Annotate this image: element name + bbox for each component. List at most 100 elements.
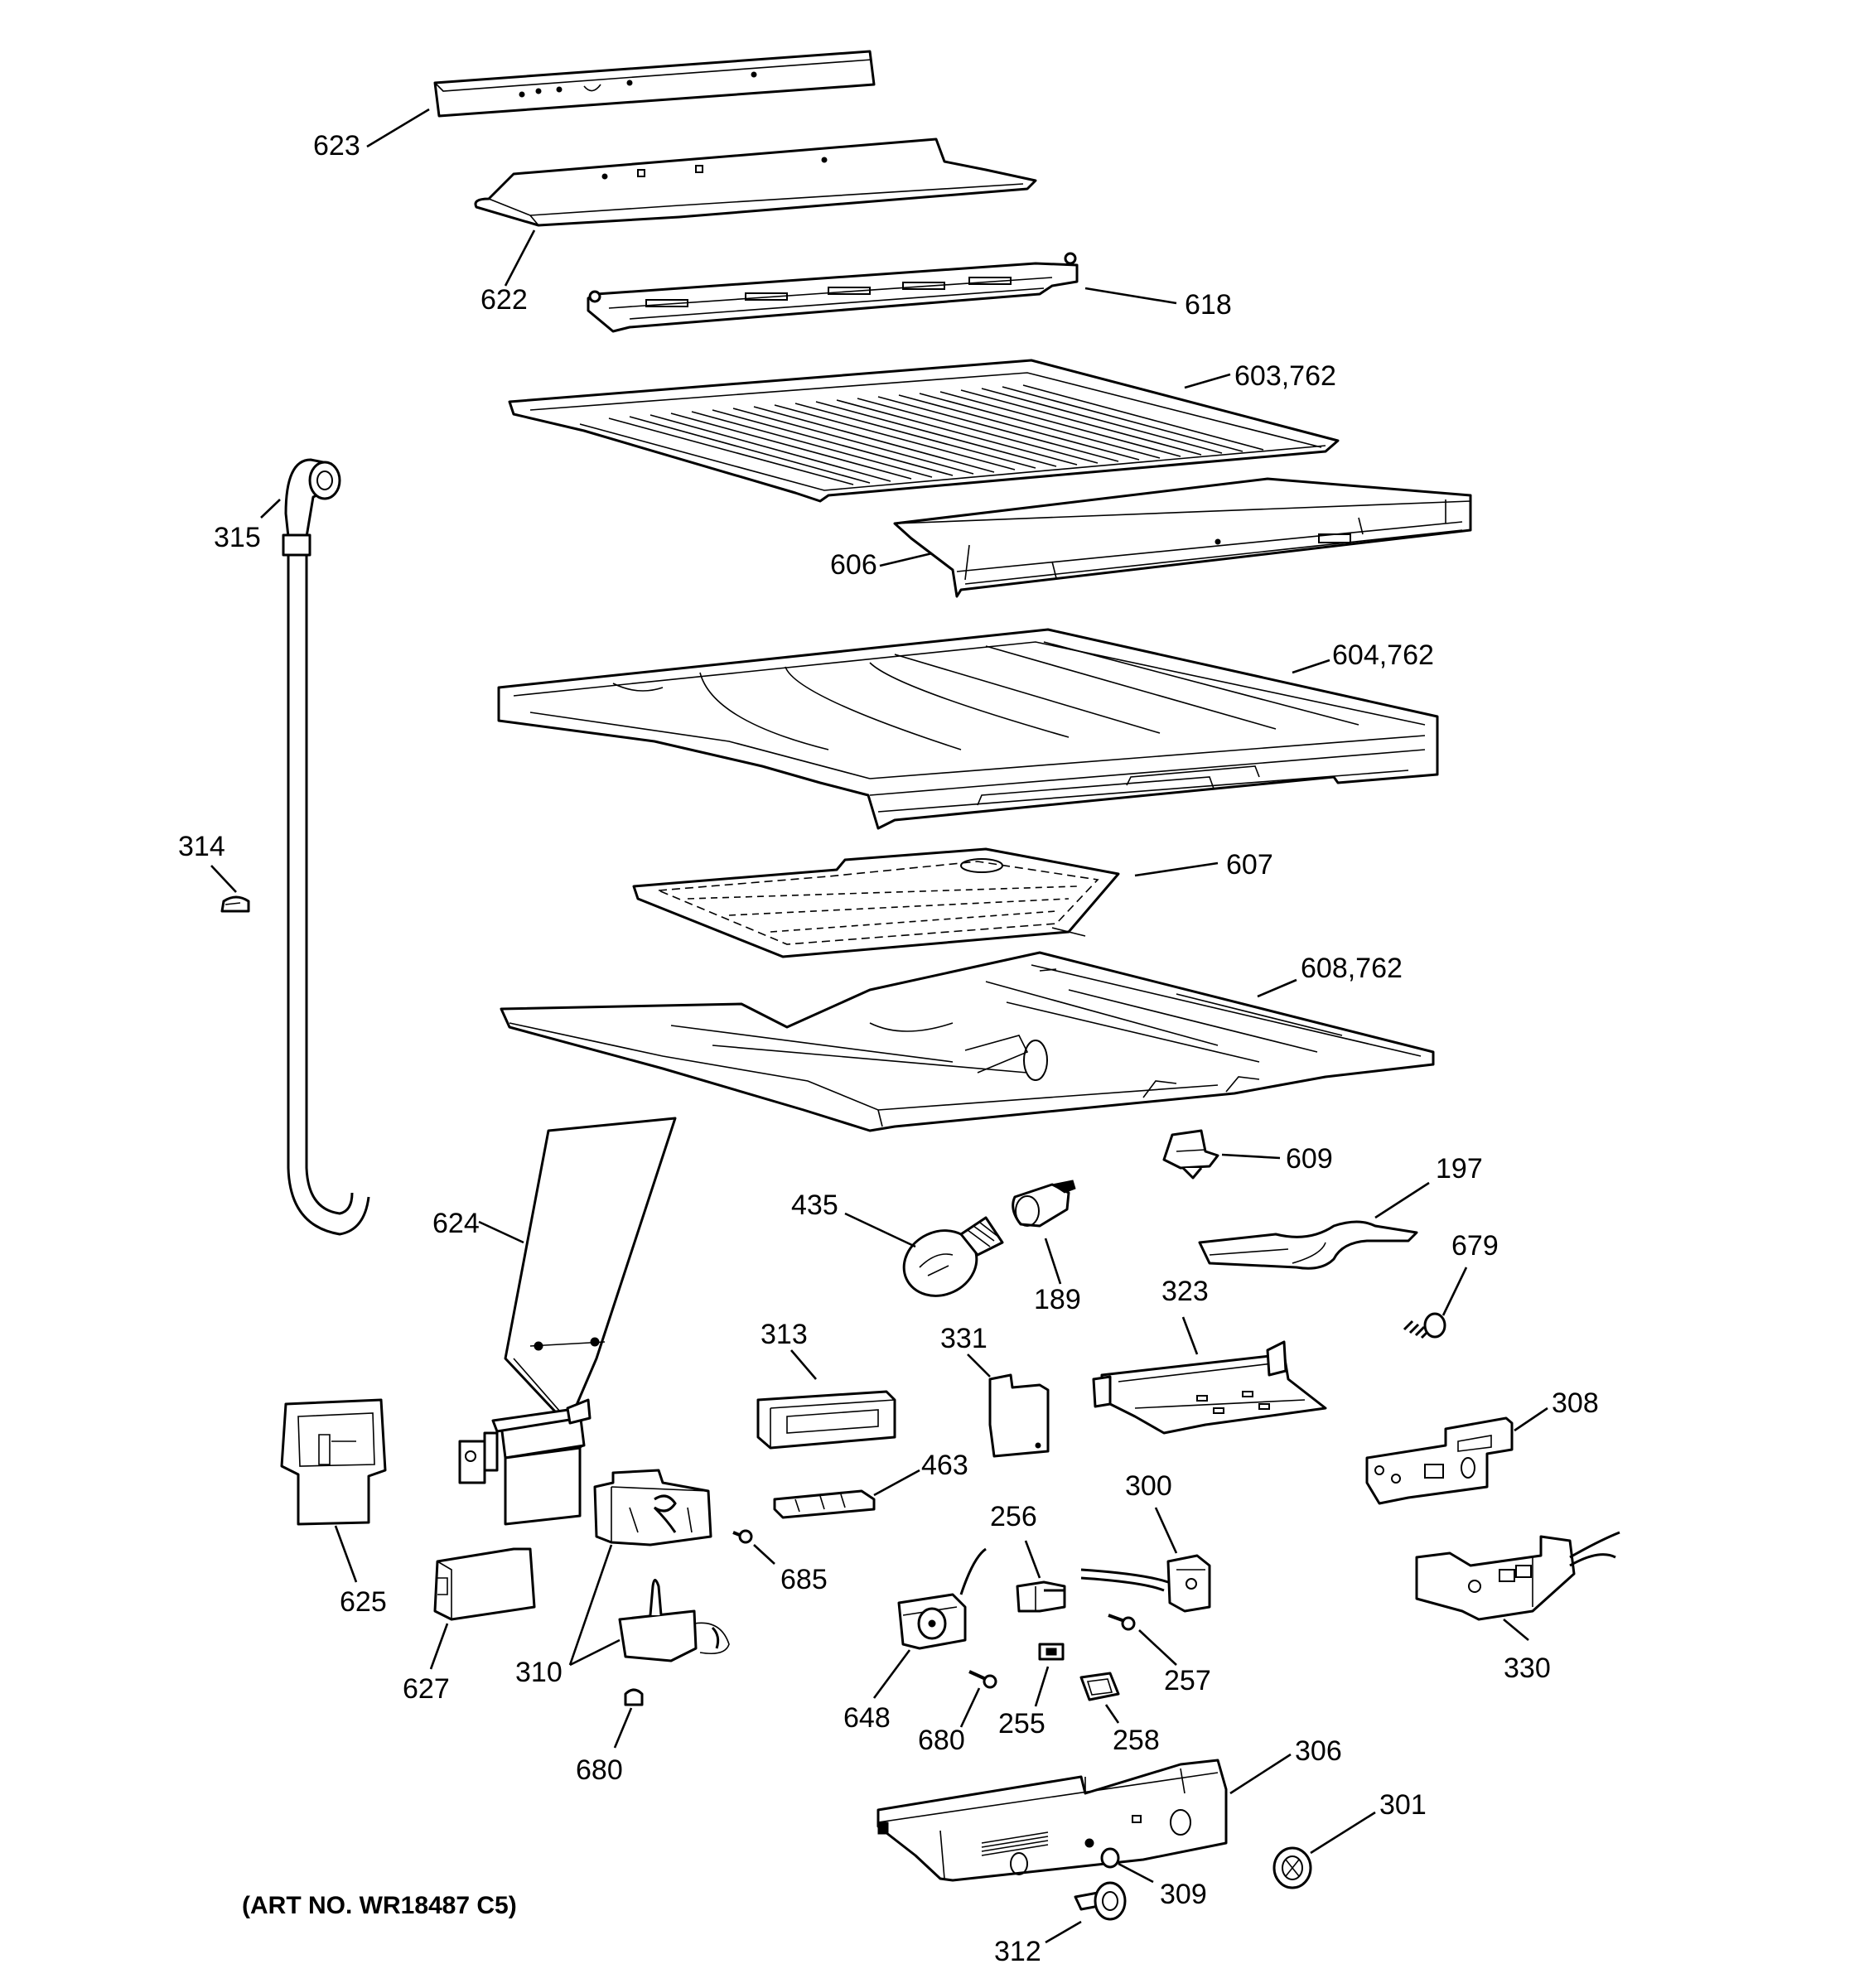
label-625: 625 (340, 1586, 387, 1618)
label-300: 300 (1125, 1470, 1172, 1502)
label-189: 189 (1034, 1284, 1081, 1315)
part-258-cover (1079, 1672, 1120, 1701)
part-680-screw-left (624, 1688, 644, 1706)
leader-310b (569, 1638, 621, 1667)
leader-622 (504, 229, 536, 287)
label-606: 606 (830, 549, 877, 581)
leader-604 (1292, 659, 1330, 674)
part-435-bulb (902, 1216, 1004, 1297)
leader-197 (1374, 1181, 1430, 1219)
label-301: 301 (1379, 1789, 1427, 1821)
leader-618 (1084, 287, 1177, 305)
part-685-screw (732, 1529, 753, 1544)
part-608-base-tray (500, 951, 1435, 1132)
leader-189 (1044, 1238, 1062, 1285)
part-310-thermostat-base (618, 1579, 730, 1662)
part-618-rail (587, 252, 1079, 333)
part-301-knob (1272, 1846, 1312, 1889)
label-331: 331 (940, 1323, 988, 1354)
label-609: 609 (1286, 1143, 1333, 1175)
part-604-tray (497, 628, 1439, 830)
base-ridges (670, 981, 1343, 1074)
part-257-screw (1108, 1614, 1136, 1631)
leader-679 (1441, 1267, 1468, 1316)
part-680-screw-mid (968, 1670, 997, 1689)
label-435: 435 (791, 1189, 838, 1221)
label-622: 622 (480, 284, 528, 316)
leader-680b (959, 1687, 981, 1728)
leader-680a (613, 1707, 633, 1749)
leader-306 (1229, 1753, 1292, 1795)
part-463-clip (773, 1489, 876, 1519)
leader-685 (753, 1544, 775, 1565)
label-604: 604,762 (1332, 639, 1434, 671)
part-189-socket (1012, 1180, 1076, 1228)
part-627-cover (433, 1547, 536, 1621)
leader-257 (1138, 1629, 1177, 1666)
leader-255 (1034, 1666, 1050, 1707)
leader-627 (429, 1623, 449, 1670)
label-323: 323 (1161, 1276, 1209, 1307)
part-603-shelf (508, 359, 1340, 503)
leader-300 (1154, 1507, 1178, 1554)
leader-608 (1257, 978, 1297, 998)
leader-313 (790, 1349, 817, 1380)
part-300-relay (1080, 1554, 1211, 1613)
part-306-housing (876, 1759, 1228, 1882)
part-197-harness (1198, 1220, 1418, 1270)
leader-310a (568, 1544, 613, 1666)
part-313-block (756, 1390, 896, 1450)
label-463: 463 (921, 1450, 968, 1481)
label-257: 257 (1164, 1665, 1211, 1696)
label-308: 308 (1552, 1387, 1599, 1419)
part-309-knob (1100, 1847, 1120, 1869)
part-256-switch (1016, 1580, 1066, 1613)
leader-315 (260, 499, 281, 519)
part-330-bracket (1415, 1531, 1620, 1621)
part-607-mesh (632, 847, 1120, 958)
leader-609 (1221, 1153, 1281, 1160)
tray-ridges (612, 641, 1359, 750)
label-310: 310 (515, 1657, 563, 1688)
part-623-bar (433, 50, 876, 118)
label-258: 258 (1113, 1725, 1160, 1756)
label-624: 624 (432, 1208, 480, 1239)
part-control-housing (458, 1398, 592, 1526)
label-680a: 680 (576, 1754, 623, 1786)
art-number: (ART NO. WR18487 C5) (242, 1892, 517, 1919)
label-256: 256 (990, 1501, 1037, 1532)
label-306: 306 (1295, 1735, 1342, 1767)
part-255-button (1038, 1643, 1065, 1661)
leader-330 (1503, 1619, 1529, 1641)
part-625-cover (280, 1398, 387, 1526)
label-255: 255 (998, 1708, 1045, 1740)
leader-648 (872, 1649, 911, 1699)
part-323-bracket (1092, 1340, 1327, 1435)
label-330: 330 (1504, 1653, 1551, 1684)
leader-463 (873, 1469, 920, 1497)
part-310-thermostat (593, 1469, 712, 1546)
label-648: 648 (843, 1702, 891, 1734)
part-312-knob (1074, 1881, 1127, 1921)
part-314-clip (220, 895, 250, 913)
part-624-shield (504, 1117, 677, 1426)
label-618: 618 (1185, 289, 1232, 321)
leader-603 (1184, 373, 1231, 389)
leader-314 (210, 865, 237, 893)
label-603: 603,762 (1234, 360, 1336, 392)
part-679-screw (1403, 1312, 1446, 1339)
leader-435 (844, 1212, 916, 1248)
label-627: 627 (403, 1673, 450, 1705)
label-607: 607 (1226, 849, 1273, 881)
label-314: 314 (178, 831, 225, 862)
label-312: 312 (994, 1936, 1041, 1967)
shelf-ribs (608, 384, 1264, 485)
leader-607 (1134, 861, 1219, 877)
label-679: 679 (1451, 1230, 1499, 1262)
label-623: 623 (313, 130, 360, 162)
leader-309 (1118, 1862, 1154, 1884)
label-309: 309 (1160, 1879, 1207, 1910)
leader-301 (1310, 1811, 1376, 1855)
part-648-switch (897, 1547, 987, 1650)
